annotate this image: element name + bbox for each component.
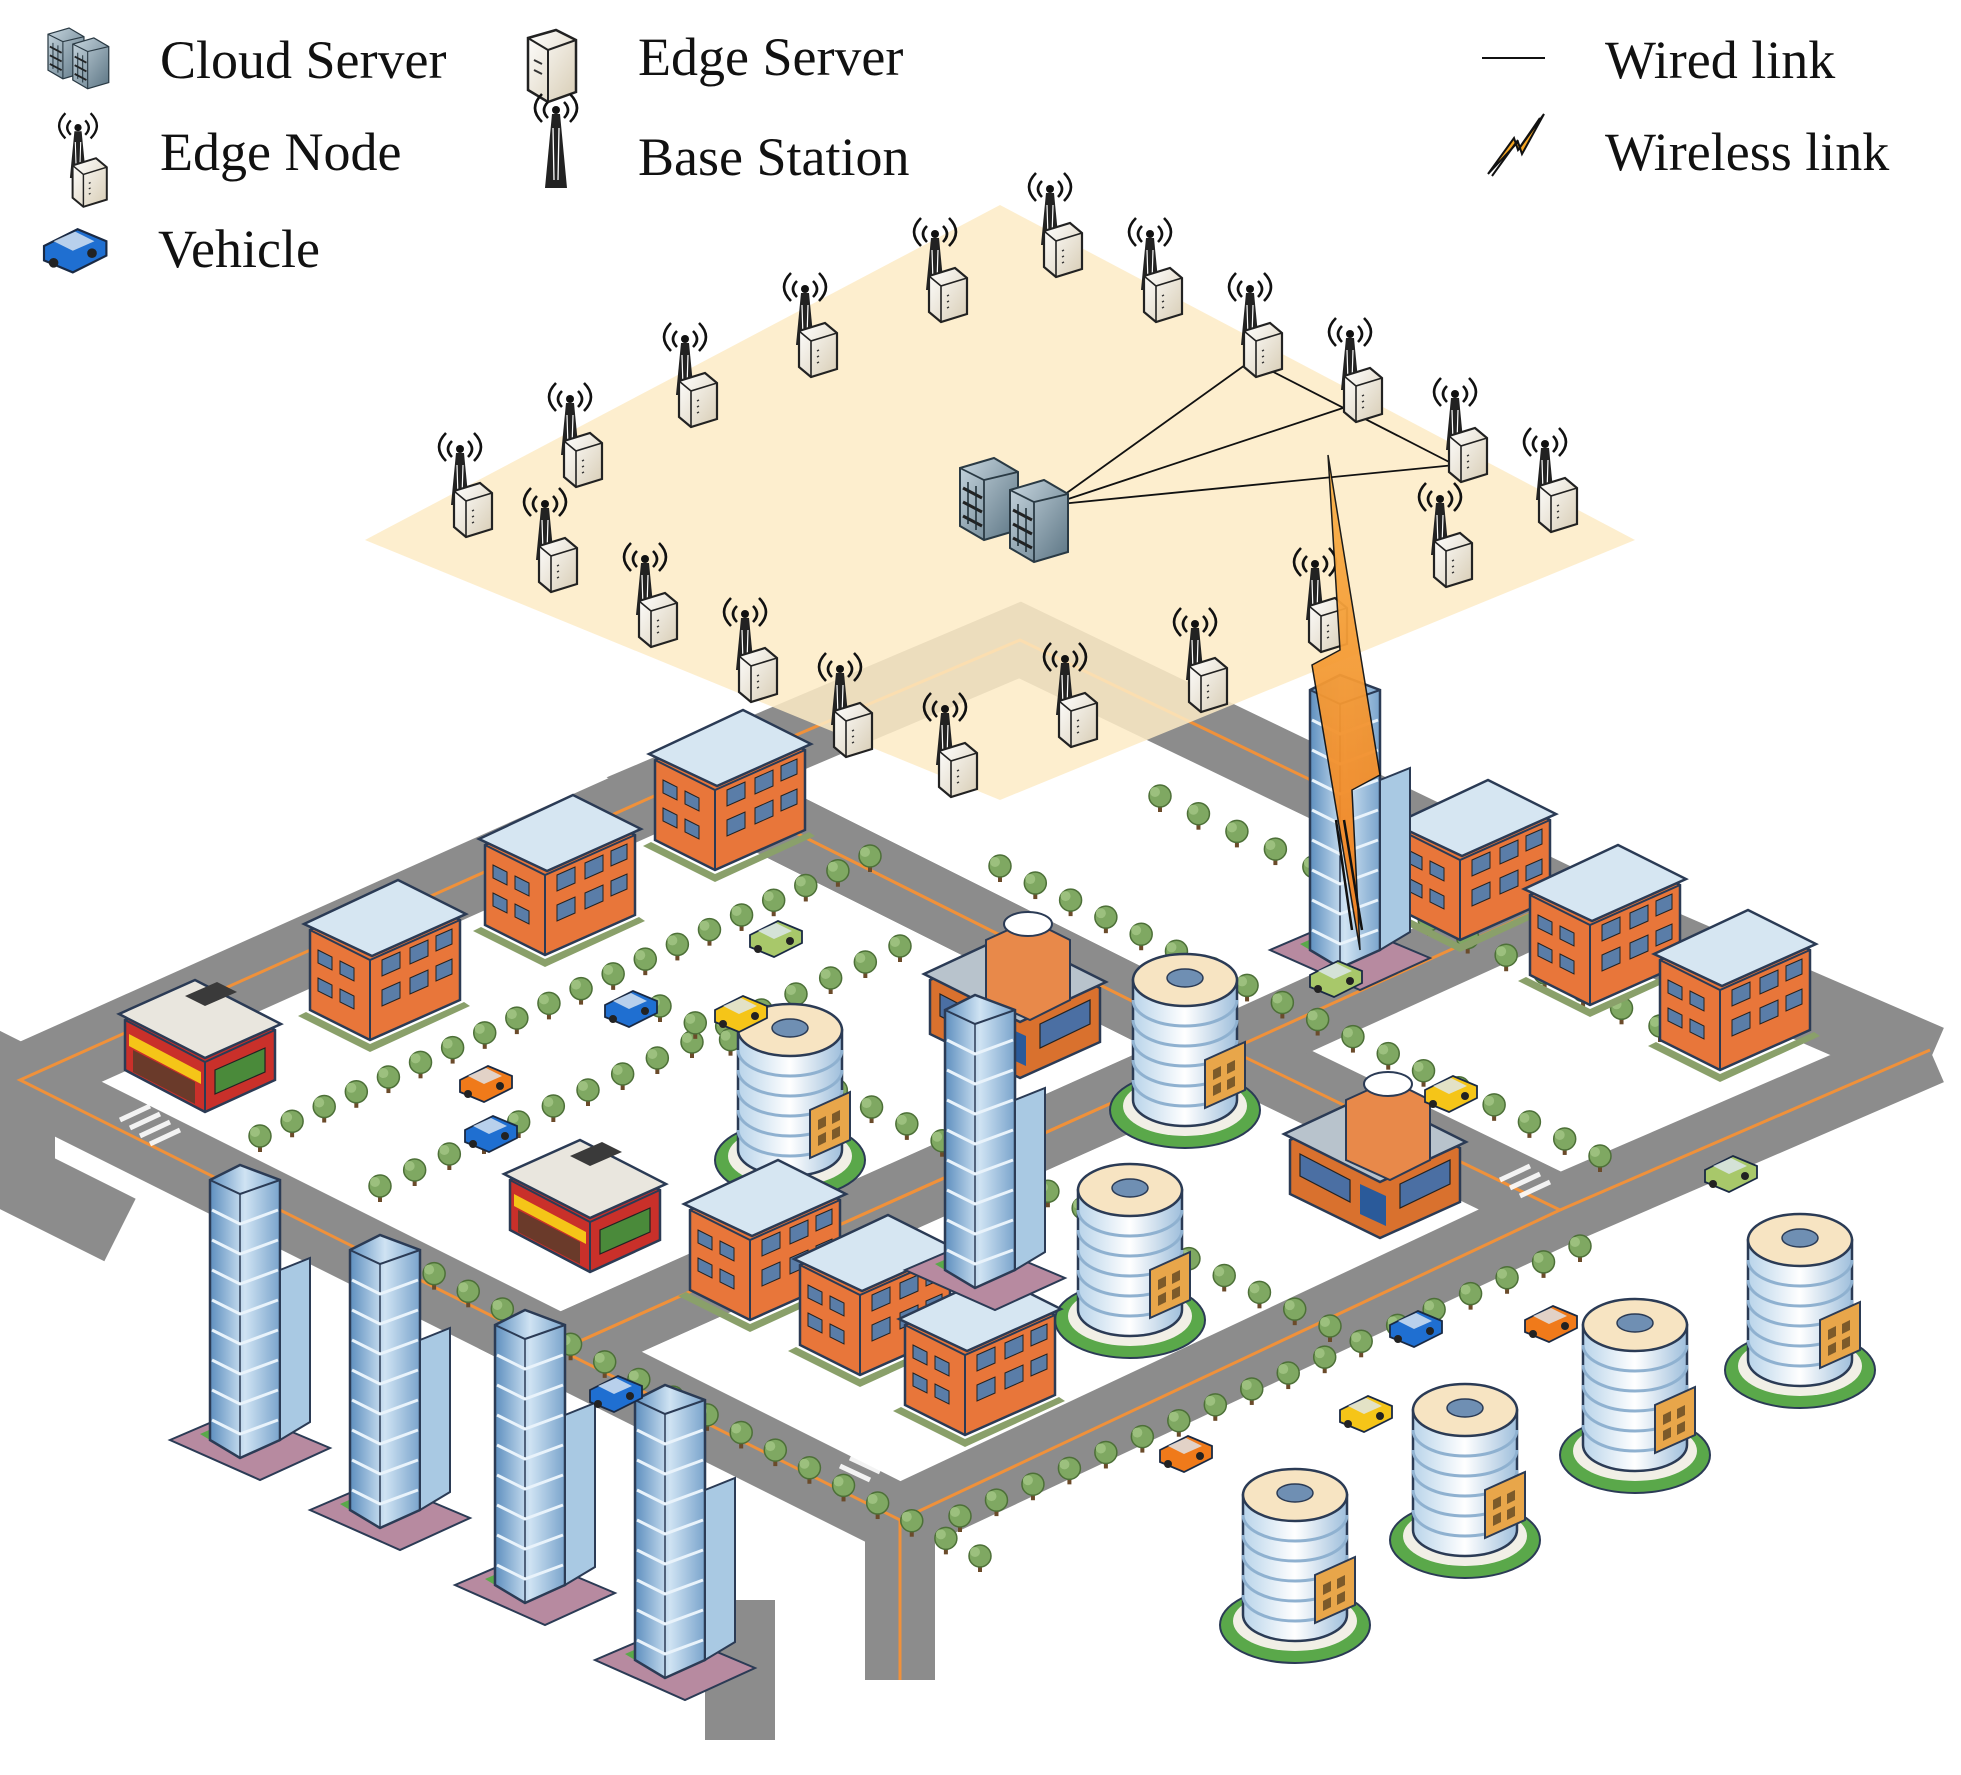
edge-computing-layer xyxy=(365,171,1635,951)
car-icon xyxy=(42,228,108,274)
tree-icon xyxy=(402,1158,427,1187)
legend xyxy=(42,27,1545,274)
tree-icon xyxy=(794,873,818,903)
tree-icon xyxy=(408,1050,433,1080)
tree-icon xyxy=(1458,1281,1483,1311)
tree-icon xyxy=(968,1544,992,1573)
legend-label-vehicle: Vehicle xyxy=(158,219,320,279)
legend-label-edge-node: Edge Node xyxy=(160,122,402,182)
tree-icon xyxy=(1225,819,1249,849)
tree-icon xyxy=(645,1046,670,1075)
tree-icon xyxy=(1129,922,1153,951)
tree-icon xyxy=(248,1124,272,1153)
tree-icon xyxy=(859,1095,884,1124)
car-icon xyxy=(1524,1305,1578,1343)
tree-icon xyxy=(1349,1329,1373,1359)
round-office-building xyxy=(1053,1162,1207,1360)
tree-icon xyxy=(576,1078,600,1107)
tree-icon xyxy=(1263,837,1288,866)
tree-icon xyxy=(280,1109,304,1139)
tree-icon xyxy=(505,1006,529,1035)
tree-icon xyxy=(368,1174,392,1203)
tree-icon xyxy=(888,934,912,963)
tree-icon xyxy=(376,1065,401,1094)
tree-icon xyxy=(1058,888,1083,917)
tree-icon xyxy=(633,947,658,976)
round-office-building xyxy=(1388,1382,1542,1580)
car-icon xyxy=(604,990,658,1028)
tree-icon xyxy=(610,1062,635,1091)
tree-icon xyxy=(1023,871,1048,900)
tree-icon xyxy=(729,903,754,932)
lightning-bolt-icon xyxy=(1487,113,1545,177)
tree-icon xyxy=(1411,1058,1436,1088)
tree-icon xyxy=(1247,1280,1272,1310)
tree-icon xyxy=(761,888,786,917)
edge-server-icon xyxy=(526,28,578,104)
tree-icon xyxy=(569,976,593,1006)
tree-icon xyxy=(853,950,878,979)
car-icon xyxy=(459,1065,513,1103)
tree-icon xyxy=(1235,973,1259,1003)
restaurant-building xyxy=(502,1138,668,1274)
tree-icon xyxy=(312,1094,336,1124)
tree-icon xyxy=(344,1080,369,1109)
legend-label-edge-server: Edge Server xyxy=(638,27,904,87)
tree-icon xyxy=(541,1094,566,1123)
tree-icon xyxy=(934,1526,958,1556)
tree-icon xyxy=(1552,1127,1577,1156)
tree-icon xyxy=(601,962,625,991)
tree-icon xyxy=(1094,905,1118,934)
tree-icon xyxy=(1130,1424,1155,1454)
car-icon xyxy=(749,920,803,958)
tree-icon xyxy=(1240,1377,1264,1406)
tree-icon xyxy=(1276,1361,1300,1390)
tree-icon xyxy=(1203,1393,1228,1422)
tree-icon xyxy=(1531,1250,1556,1279)
wireless-link xyxy=(1311,454,1381,951)
tree-icon xyxy=(1482,1093,1506,1122)
tree-icon xyxy=(1148,784,1172,813)
tree-icon xyxy=(1568,1234,1592,1263)
car-icon xyxy=(1159,1435,1213,1473)
tree-icon xyxy=(1376,1041,1400,1071)
tree-icon xyxy=(1212,1263,1236,1293)
tree-icon xyxy=(1341,1024,1365,1054)
round-office-building xyxy=(1723,1212,1877,1410)
tree-icon xyxy=(895,1112,919,1141)
legend-label-wired-link: Wired link xyxy=(1605,30,1836,90)
tree-icon xyxy=(537,991,561,1021)
tree-icon xyxy=(1495,1266,1519,1295)
tree-icon xyxy=(697,917,722,947)
tree-icon xyxy=(665,932,690,962)
tree-icon xyxy=(680,1030,704,1059)
legend-label-wireless-link: Wireless link xyxy=(1605,122,1890,182)
car-icon xyxy=(1339,1395,1393,1433)
apartment-building xyxy=(471,793,647,969)
round-office-building xyxy=(1218,1467,1372,1665)
server-rack-icon xyxy=(47,27,110,90)
wired-links xyxy=(1049,359,1456,506)
antenna-tower-icon xyxy=(533,93,579,188)
tree-icon xyxy=(440,1035,465,1065)
tree-icon xyxy=(988,854,1012,883)
tree-icon xyxy=(1494,943,1518,972)
round-office-building xyxy=(1558,1297,1712,1495)
tree-icon xyxy=(1167,1408,1191,1438)
tree-icon xyxy=(818,966,843,995)
round-office-building xyxy=(1108,952,1262,1150)
legend-label-base-station: Base Station xyxy=(638,127,910,187)
tree-icon xyxy=(1312,1345,1337,1374)
legend-label-cloud-server: Cloud Server xyxy=(160,30,447,90)
tree-icon xyxy=(437,1142,462,1171)
antenna-box-icon xyxy=(57,112,108,208)
car-icon xyxy=(1424,1075,1478,1113)
tree-icon xyxy=(1186,801,1211,831)
tree-icon xyxy=(1517,1110,1542,1139)
tree-icon xyxy=(472,1021,497,1050)
